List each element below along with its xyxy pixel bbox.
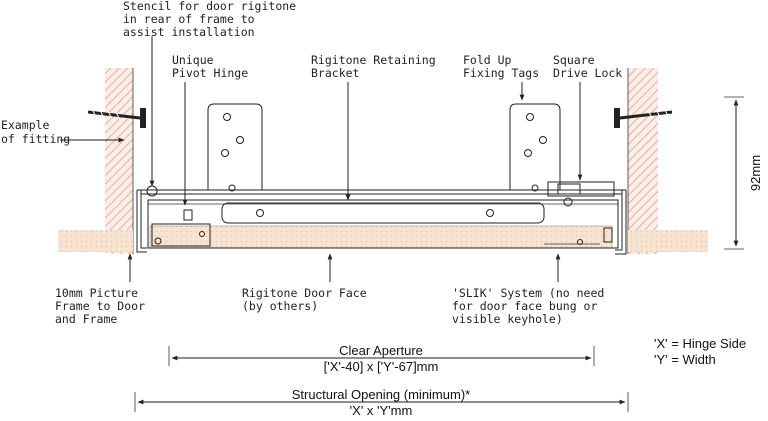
legend-hinge-side: 'X' = Hinge Side (654, 336, 746, 351)
fixing-tag-left (207, 103, 263, 192)
height-dimension (724, 96, 744, 250)
structural-opening-value: 'X' x 'Y'mm (350, 403, 413, 418)
right-wall (627, 68, 658, 254)
door-face-label: Rigitone Door Face (by others) (242, 286, 374, 313)
screw-right-icon (614, 107, 673, 128)
clear-aperture-dimension (168, 346, 595, 366)
pivot-hinge-label: Unique Pivot Hinge (172, 53, 248, 80)
fixing-tag-right (509, 103, 561, 192)
picture-frame-label: 10mm Picture Frame to Door and Frame (55, 286, 152, 326)
clear-aperture-value: ['X'-40] x ['Y'-67]mm (324, 359, 439, 374)
stencil-label: Stencil for door rigitone in rear of fra… (123, 0, 303, 39)
height-dimension-label: 92mm (748, 155, 763, 191)
bracket-label: Rigitone Retaining Bracket (311, 53, 443, 80)
left-wall (105, 68, 134, 254)
drive-lock-label: Square Drive Lock (553, 53, 622, 80)
screw-left-icon (87, 108, 146, 128)
fixing-tags-label: Fold Up Fixing Tags (463, 53, 539, 80)
leader-lines (60, 36, 583, 282)
clear-aperture-title: Clear Aperture (339, 343, 423, 358)
door-face-panel (149, 225, 613, 249)
structural-opening-dimension (134, 392, 629, 412)
access-panel-frame (136, 181, 627, 255)
legend-width: 'Y' = Width (654, 352, 716, 367)
example-label: Example of fitting (1, 118, 70, 146)
slik-label: 'SLIK' System (no need for door face bun… (452, 286, 611, 326)
ceiling-board (58, 230, 708, 252)
structural-opening-title: Structural Opening (minimum)* (292, 387, 470, 402)
